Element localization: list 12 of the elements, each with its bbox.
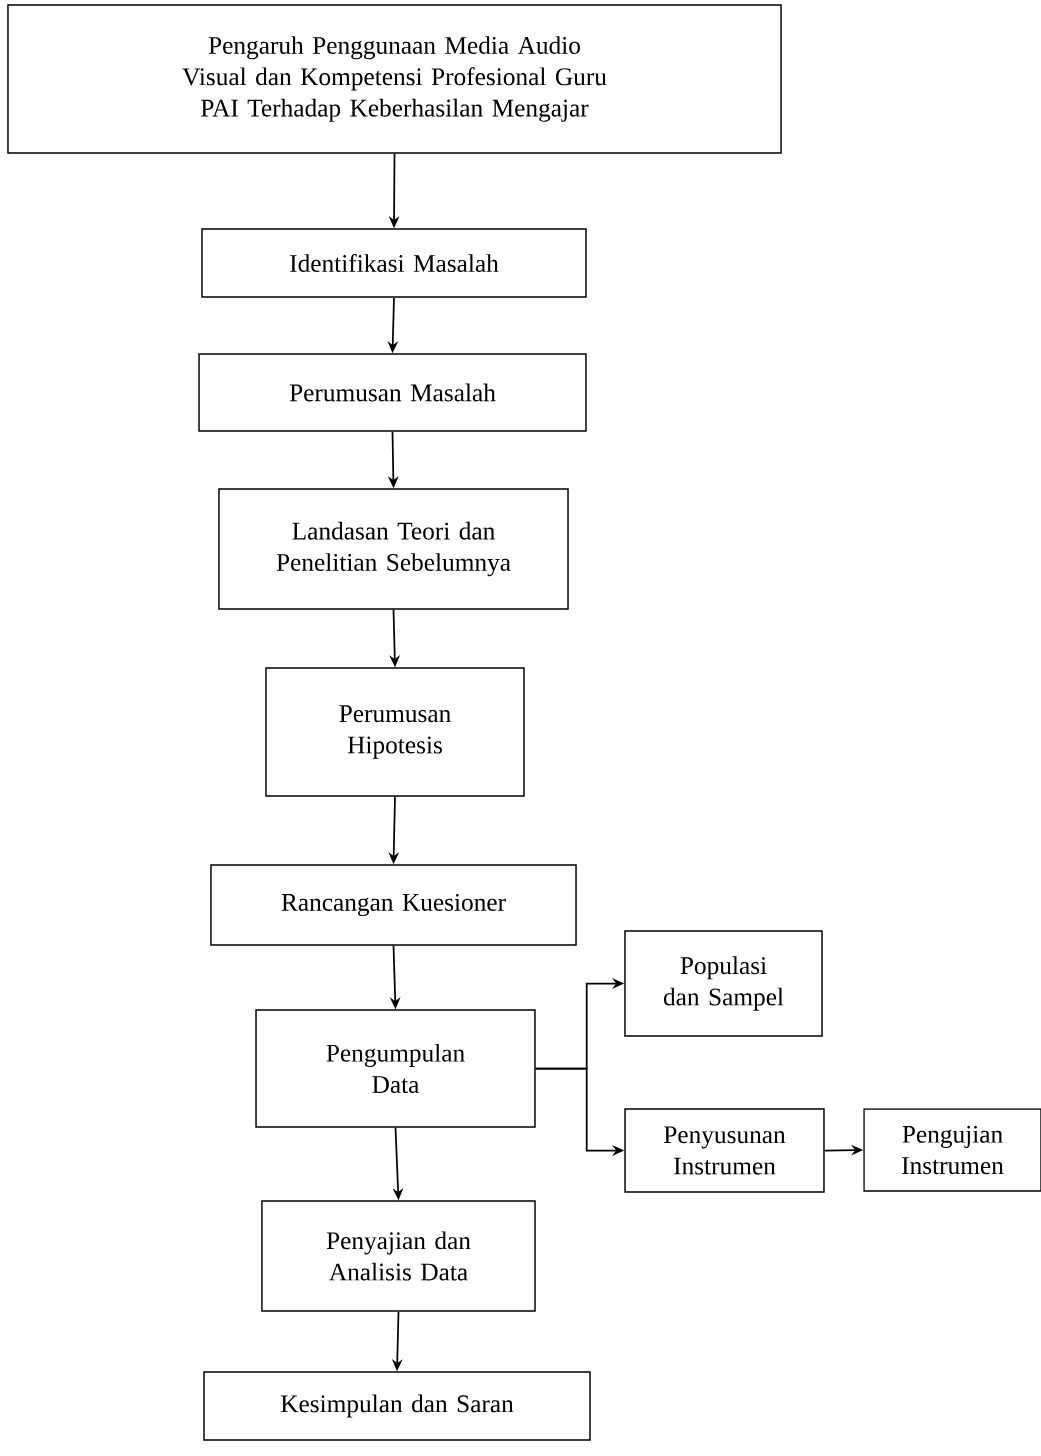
process-box: Rancangan Kuesioner [210, 864, 577, 946]
process-box: Identifikasi Masalah [201, 228, 587, 298]
process-box: Landasan Teori dan Penelitian Sebelumnya [218, 488, 569, 610]
process-box: Pengaruh Penggunaan Media Audio Visual dan Kompetensi Profesional Guru PAI Terhadap Keberhasilan Mengajar [7, 4, 782, 154]
process-box: Penyajian dan Analisis Data [261, 1200, 536, 1312]
process-box: Perumusan Masalah [198, 353, 587, 432]
process-box: Pengumpulan Data [255, 1009, 536, 1128]
process-box: Pengujian Instrumen [863, 1108, 1041, 1192]
process-box: Kesimpulan dan Saran [203, 1371, 591, 1441]
process-box: Perumusan Hipotesis [265, 667, 525, 797]
process-box: Penyusunan Instrumen [624, 1108, 825, 1193]
process-box: Populasi dan Sampel [624, 930, 823, 1037]
